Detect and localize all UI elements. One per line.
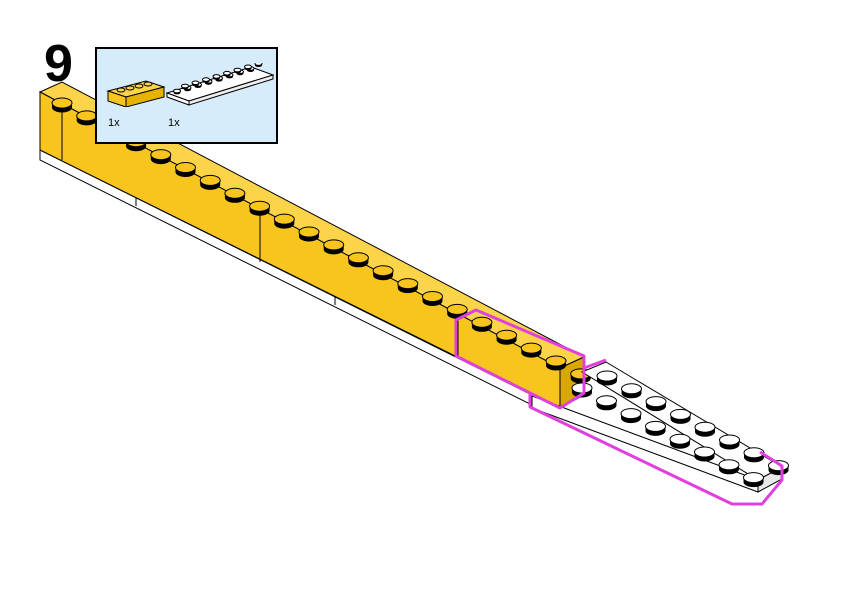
callout-stud: [254, 63, 263, 68]
white-plate-count: 1x: [168, 117, 180, 129]
white-stud: [621, 383, 642, 399]
white-stud: [694, 421, 716, 437]
yellow-stud: [175, 162, 196, 177]
yellow-stud: [520, 342, 542, 358]
white-stud: [620, 408, 642, 424]
white-stud: [596, 370, 618, 386]
white-stud: [670, 408, 691, 424]
white-stud: [719, 434, 740, 450]
callout-stud: [173, 88, 181, 95]
yellow-stud: [397, 278, 419, 294]
yellow-brick-1x4-icon: [106, 80, 166, 107]
yellow-brick-count: 1x: [108, 117, 120, 129]
yellow-stud: [323, 239, 345, 255]
callout-stud: [223, 70, 231, 77]
yellow-stud: [372, 265, 394, 281]
callout-stud: [244, 64, 252, 71]
yellow-stud: [224, 187, 246, 203]
yellow-stud: [199, 174, 221, 190]
parts-callout: 1x 1x: [95, 47, 278, 144]
yellow-stud: [76, 110, 98, 126]
white-stud: [743, 447, 765, 463]
callout-stud: [202, 77, 210, 84]
yellow-stud: [347, 252, 369, 268]
yellow-stud: [51, 97, 73, 113]
yellow-stud: [545, 355, 567, 371]
yellow-stud: [298, 226, 320, 242]
new-part-highlight: [454, 308, 784, 506]
base-plate-row: [39, 149, 533, 406]
yellow-stud: [496, 329, 518, 345]
white-plate-2x8: [531, 361, 789, 493]
white-stud: [694, 446, 715, 462]
yellow-stud: [570, 368, 592, 384]
yellow-stud: [273, 213, 295, 229]
white-plate-2x8-icon: [165, 63, 275, 106]
callout-stud: [181, 83, 189, 90]
callout-stud: [212, 74, 221, 80]
yellow-stud: [471, 316, 493, 332]
white-stud: [669, 433, 691, 449]
step-number: 9: [44, 35, 73, 93]
yellow-stud: [249, 200, 271, 216]
callout-stud: [191, 80, 200, 87]
yellow-stud: [150, 149, 172, 165]
white-stud: [645, 396, 667, 412]
callout-stud: [233, 67, 242, 74]
white-stud: [596, 395, 617, 411]
white-stud: [645, 420, 666, 436]
white-stud: [718, 459, 740, 475]
yellow-stud: [422, 291, 443, 306]
white-stud: [743, 472, 764, 488]
